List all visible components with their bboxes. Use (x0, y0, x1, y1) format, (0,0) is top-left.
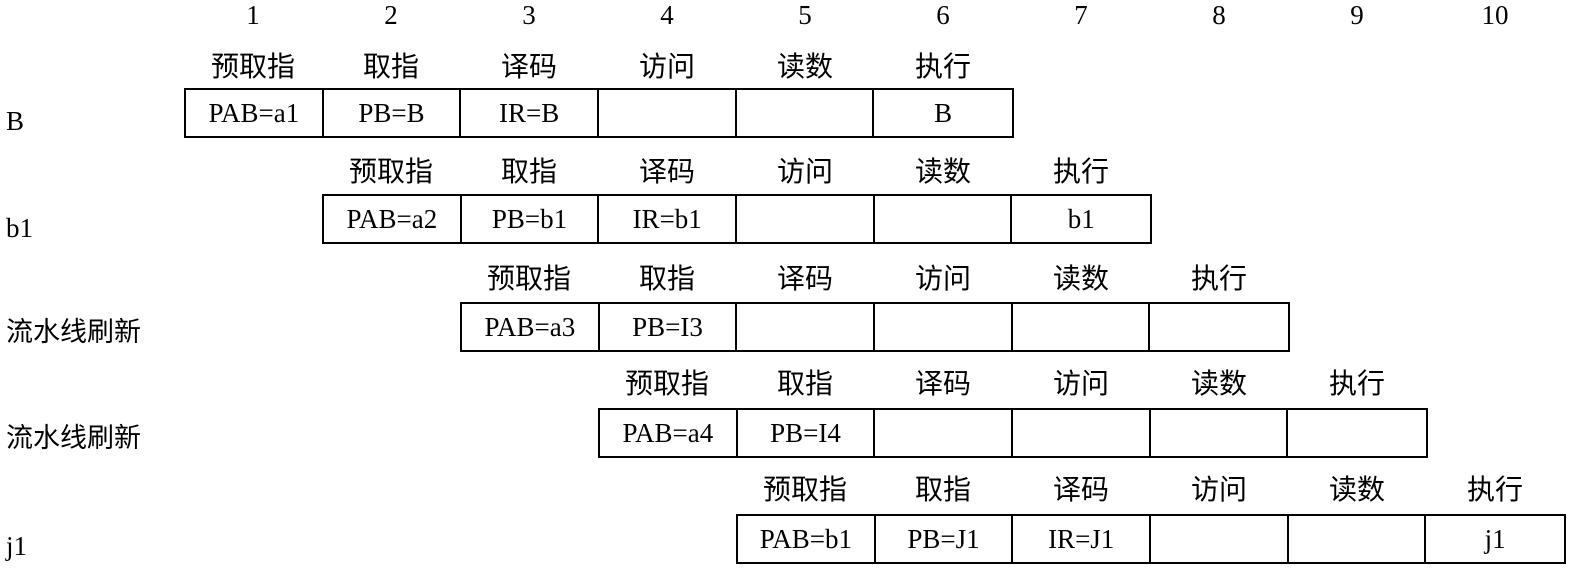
stage-label: 译码 (914, 369, 971, 400)
pipeline-cell: PB=B (324, 90, 462, 136)
pipeline-cell (875, 304, 1013, 350)
row-label: j1 (6, 531, 28, 561)
stage-label: 执行 (914, 52, 971, 83)
pipeline-cell (1013, 410, 1151, 456)
stage-label: 执行 (1052, 157, 1109, 188)
pipeline-cell: PAB=b1 (738, 516, 876, 562)
stage-label: 取指 (638, 264, 695, 295)
pipeline-cell: PAB=a1 (186, 90, 324, 136)
cycle-number: 5 (798, 0, 812, 30)
row-label: B (6, 106, 25, 136)
pipeline-cell (1151, 516, 1289, 562)
cycle-number: 1 (246, 0, 260, 30)
row-label: b1 (6, 213, 33, 243)
pipeline-cell: PB=I3 (600, 304, 738, 350)
stage-label: 预取指 (762, 475, 847, 506)
pipeline-cell: B (934, 97, 953, 128)
pipeline-cell: b1 (1067, 203, 1095, 234)
cycle-number: 4 (660, 0, 674, 30)
cycle-number: 2 (384, 0, 398, 30)
stage-label: 访问 (776, 157, 833, 188)
pipeline-cell: PAB=a4 (600, 410, 738, 456)
stage-label: 读数 (1052, 264, 1109, 295)
stage-label: 读数 (1190, 369, 1247, 400)
cycle-number: 3 (522, 0, 536, 30)
pipeline-cell: PB=I4 (738, 410, 876, 456)
cycle-number: 6 (936, 0, 950, 30)
pipeline-cell: IR=B (461, 90, 600, 136)
stage-label: 预取指 (486, 264, 571, 295)
stage-label: 读数 (776, 52, 833, 83)
cycle-number: 7 (1074, 0, 1088, 30)
stage-label: 取指 (914, 475, 971, 506)
pipeline-cell (737, 90, 875, 136)
stage-label: 访问 (914, 264, 971, 295)
stage-label: 执行 (1466, 475, 1523, 506)
stage-label: 执行 (1190, 264, 1247, 295)
pipeline-cell: PAB=a3 (462, 304, 600, 350)
pipeline-cell: PB=J1 (876, 516, 1014, 562)
stage-label: 取指 (500, 157, 557, 188)
pipeline-cell (875, 196, 1013, 242)
pipeline-cell (1013, 304, 1151, 350)
pipeline-cell (1288, 410, 1426, 456)
stage-label: 读数 (1328, 475, 1385, 506)
stage-label: 译码 (776, 264, 833, 295)
stage-label: 预取指 (210, 52, 295, 83)
stage-label: 访问 (1190, 475, 1247, 506)
pipeline-cell (599, 90, 737, 136)
pipeline-cell (1289, 516, 1427, 562)
pipeline-cell: PAB=a2 (324, 196, 462, 242)
stage-label: 读数 (914, 157, 971, 188)
stage-label: 访问 (1052, 369, 1109, 400)
pipeline-cell: IR=b1 (599, 196, 738, 242)
stage-label: 取指 (776, 369, 833, 400)
pipeline-cell: j1 (1484, 523, 1506, 554)
stage-label: 译码 (638, 157, 695, 188)
cycle-number: 10 (1481, 0, 1509, 30)
pipeline-cell (1150, 304, 1288, 350)
stage-label: 访问 (638, 52, 695, 83)
stage-label: 执行 (1328, 369, 1385, 400)
stage-label: 译码 (1052, 475, 1109, 506)
row-label: 流水线刷新 (6, 317, 141, 347)
stage-label: 预取指 (624, 369, 709, 400)
row-label: 流水线刷新 (6, 423, 141, 453)
stage-label: 取指 (362, 52, 419, 83)
pipeline-cell (737, 196, 875, 242)
pipeline-cell (1151, 410, 1289, 456)
pipeline-cell (737, 304, 876, 350)
stage-label: 预取指 (348, 157, 433, 188)
cycle-number: 9 (1350, 0, 1364, 30)
cycle-number: 8 (1212, 0, 1226, 30)
pipeline-cell: IR=J1 (1013, 516, 1152, 562)
stage-label: 译码 (500, 52, 557, 83)
pipeline-cell: PB=b1 (462, 196, 600, 242)
pipeline-cell (875, 410, 1014, 456)
